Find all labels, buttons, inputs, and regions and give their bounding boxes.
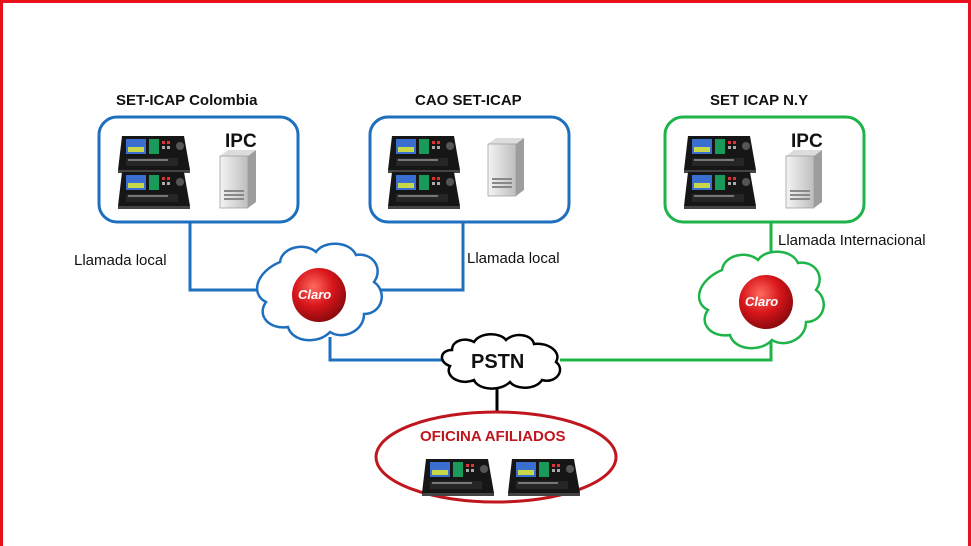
server-tower-icon [219,149,257,209]
site-ny [663,115,866,224]
link-colombia-claro [188,222,267,292]
links [188,222,773,412]
terminal-icon [508,459,580,496]
terminal-icon [684,136,756,173]
office-afiliados [374,410,618,504]
cloud-pstn [440,333,562,390]
cloud-claro-left [255,242,383,342]
link-cao-claro [372,222,465,292]
link-ny-label: Llamada Internacional [778,232,926,249]
server-tower-icon [785,149,823,209]
link-pstn-ny [560,335,773,362]
link-claro-pstn [328,337,445,362]
link-cao-label: Llamada local [467,250,560,267]
terminal-icon [422,459,494,496]
pstn-label: PSTN [471,351,525,373]
server-tower-icon [487,137,525,197]
site-cao [368,115,571,224]
cloud-claro-right [697,250,825,350]
terminal-icon [388,172,460,209]
claro-logo-icon [739,275,793,329]
office-afiliados-title: OFICINA AFILIADOS [420,428,566,445]
office-afiliados-ellipse [374,410,618,504]
site-colombia-title: SET-ICAP Colombia [116,92,258,109]
site-ny-title: SET ICAP N.Y [710,92,809,109]
site-colombia [97,115,300,224]
claro-left-label: Claro [298,287,332,302]
terminal-icon [388,136,460,173]
site-colombia-server-label: IPC [225,131,257,152]
site-ny-server-label: IPC [791,131,823,152]
link-colombia-label: Llamada local [74,252,167,269]
terminal-icon [118,172,190,209]
terminal-icon [684,172,756,209]
site-cao-title: CAO SET-ICAP [415,92,522,109]
claro-logo-icon [292,268,346,322]
terminal-icon [118,136,190,173]
claro-right-label: Claro [745,294,779,309]
